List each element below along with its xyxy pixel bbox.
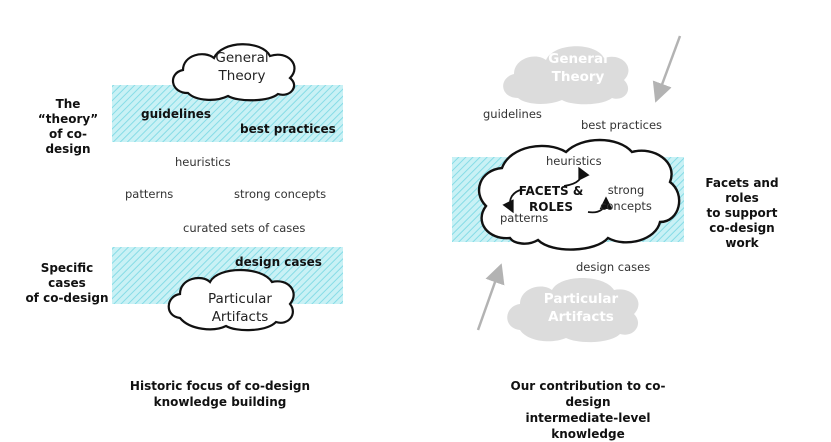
facets-roles-label: FACETS & ROLES — [515, 183, 587, 215]
gray-general-theory-text: General Theory — [532, 50, 624, 86]
cases-side-line2: of co-design — [25, 291, 109, 305]
gray-particular-artifacts-line1: Particular — [543, 291, 619, 307]
gray-general-theory-line1: General — [548, 51, 608, 67]
arrow-to-heuristics — [563, 166, 590, 187]
cases-side-label: Specific cases of co-design — [22, 261, 112, 306]
particular-artifacts-cloud — [167, 269, 295, 332]
facets-roles-line2: ROLES — [529, 200, 573, 214]
right-best-practices: best practices — [581, 118, 663, 132]
left-caption-line2: knowledge building — [153, 395, 287, 409]
left-patterns: patterns — [125, 187, 174, 201]
arrow-up-gray — [476, 263, 505, 331]
general-theory-cloud-gray — [503, 46, 629, 105]
general-theory-line2: Theory — [218, 68, 266, 84]
gray-particular-artifacts-line2: Artifacts — [548, 309, 614, 325]
right-strong-concepts: strong concepts — [600, 182, 652, 214]
gray-general-theory-line2: Theory — [551, 69, 605, 85]
right-strong-line1: strong — [607, 183, 645, 197]
facets-side-line3: co-design work — [709, 221, 775, 250]
general-theory-text: General Theory — [200, 49, 284, 85]
right-heuristics: heuristics — [546, 154, 602, 168]
right-strong-line2: concepts — [600, 199, 652, 213]
particular-artifacts-text: Particular Artifacts — [190, 290, 290, 326]
left-guidelines: guidelines — [141, 107, 212, 121]
left-caption: Historic focus of co-design knowledge bu… — [125, 378, 315, 410]
right-caption-line2: intermediate-level knowledge — [525, 411, 651, 441]
left-caption-line1: Historic focus of co-design — [129, 379, 311, 393]
right-caption-line1: Our contribution to co-design — [510, 379, 666, 409]
facets-side-line2: to support — [706, 206, 778, 220]
facets-side-label: Facets and roles to support co-design wo… — [694, 176, 790, 251]
particular-artifacts-line2: Artifacts — [211, 309, 269, 325]
right-design-cases: design cases — [576, 260, 651, 274]
facets-roles-line1: FACETS & — [518, 184, 584, 198]
facets-side-line1: Facets and roles — [705, 176, 779, 205]
right-caption: Our contribution to co-design intermedia… — [488, 378, 688, 442]
right-patterns: patterns — [500, 211, 549, 225]
general-theory-line1: General — [215, 50, 269, 66]
left-strong-concepts: strong concepts — [234, 187, 327, 201]
facets-roles-cloud — [477, 138, 681, 251]
left-heuristics: heuristics — [175, 155, 231, 169]
arrow-down-gray — [652, 35, 682, 103]
left-best-practices: best practices — [240, 122, 336, 136]
theory-side-line1: The “theory” — [37, 97, 99, 126]
arrow-to-strong-concepts — [587, 196, 613, 214]
cases-side-line1: Specific cases — [40, 261, 94, 290]
theory-side-line2: of co-design — [45, 127, 91, 156]
particular-artifacts-cloud-gray — [507, 278, 639, 343]
gray-particular-artifacts-text: Particular Artifacts — [526, 290, 636, 326]
general-theory-cloud — [172, 43, 296, 102]
arrow-to-patterns — [502, 189, 521, 214]
left-design-cases: design cases — [235, 255, 322, 269]
right-guidelines: guidelines — [483, 107, 542, 121]
particular-artifacts-line1: Particular — [208, 291, 272, 307]
left-curated-sets: curated sets of cases — [183, 221, 306, 235]
theory-side-label: The “theory” of co-design — [32, 97, 104, 157]
